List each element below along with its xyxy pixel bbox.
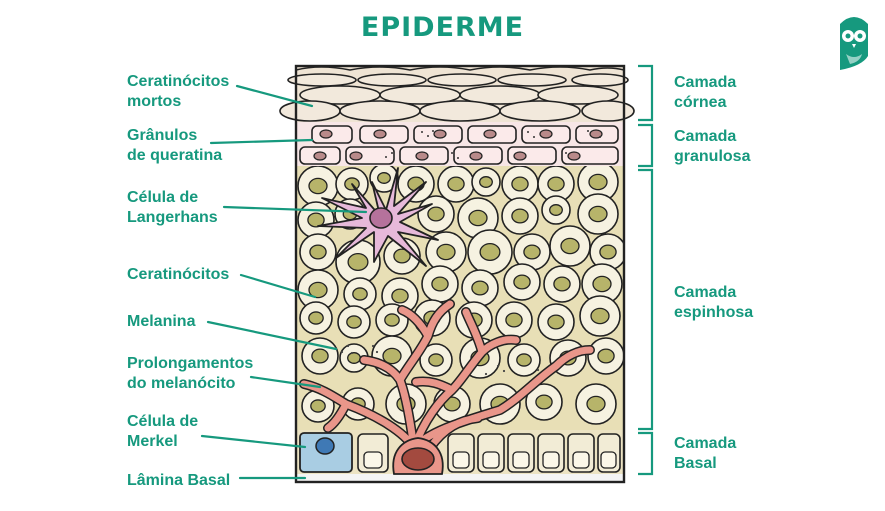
layer-label-corneum: Camada córnea	[674, 73, 736, 113]
diagram-title: EPIDERME	[360, 12, 525, 43]
label-line: Célula de	[127, 413, 199, 430]
merkel-cell	[299, 432, 353, 473]
keratinocyte-nucleus	[309, 244, 327, 260]
label-line: Melanina	[127, 313, 196, 330]
label-basal-lamina: Lâmina Basal	[127, 471, 230, 491]
keratinocyte-nucleus	[307, 212, 325, 228]
label-langerhans-cell: Célula de Langerhans	[127, 188, 218, 228]
keratinocyte-nucleus	[553, 276, 571, 292]
keratinocyte-nucleus	[436, 243, 456, 261]
label-line: Grânulos	[127, 127, 198, 144]
label-melanocyte-processes: Prolongamentos do melanócito	[127, 354, 253, 394]
granule-nuclei	[313, 129, 603, 161]
keratinocyte-nucleus	[346, 315, 362, 329]
label-line: Camada	[674, 128, 737, 145]
layer-label-granulosum: Camada granulosa	[674, 127, 750, 167]
melanocyte-processes	[299, 299, 595, 453]
keratinocyte-nucleus	[592, 275, 612, 293]
keratinocyte-nucleus	[431, 276, 449, 292]
label-line: Camada	[674, 284, 737, 301]
keratinocyte-nucleus	[511, 208, 529, 224]
layer-label-spinosum: Camada espinhosa	[674, 283, 753, 323]
keratinocyte-nucleus	[599, 244, 617, 260]
label-line: de queratina	[127, 147, 223, 164]
keratinocyte-nucleus	[427, 206, 445, 222]
label-line: Ceratinócitos	[127, 266, 230, 283]
label-line: Langerhans	[127, 209, 218, 226]
melanocyte-body	[392, 437, 444, 475]
keratinocyte-nucleus	[428, 353, 444, 367]
dead-keratinocytes	[279, 66, 635, 122]
keratinocyte-nucleus	[588, 205, 608, 223]
keratinocyte-nucleus	[391, 288, 409, 304]
layer-brackets	[638, 64, 654, 476]
label-melanin: Melanina	[127, 312, 195, 332]
keratinocyte-nucleus	[347, 352, 361, 364]
keratinocyte-nucleus	[377, 172, 391, 184]
owl-logo-icon	[840, 17, 868, 70]
basal-lamina	[296, 474, 624, 482]
keratinocyte-nucleus	[382, 347, 402, 365]
keratinocyte-nucleus	[547, 176, 565, 192]
label-merkel-cell: Célula de Merkel	[127, 412, 198, 452]
keratinocyte-nucleus	[447, 176, 465, 192]
diagram-frame	[294, 64, 626, 484]
keratinocyte-nucleus	[535, 394, 553, 410]
keratinocyte-nucleus	[310, 399, 326, 413]
keratinocyte-nucleus	[468, 209, 488, 227]
label-line: espinhosa	[674, 304, 754, 321]
basal-nuclei	[363, 451, 617, 469]
keratinocyte-nucleus	[513, 274, 531, 290]
keratinocytes	[297, 166, 624, 425]
keratinocyte-nucleus	[505, 312, 523, 328]
melanocyte-nucleus	[401, 447, 435, 471]
keratinocyte-nucleus	[308, 311, 324, 325]
langerhans-nucleus	[369, 207, 393, 229]
keratin-granules	[385, 130, 601, 159]
keratinocyte-nucleus	[311, 348, 329, 364]
keratinocyte-nucleus	[308, 281, 328, 299]
keratinocyte-nucleus	[384, 313, 400, 327]
keratinocyte-nucleus	[471, 280, 489, 296]
label-line: Ceratinócitos	[127, 73, 230, 90]
merkel-nucleus	[315, 437, 335, 455]
layer-label-basale: Camada Basal	[674, 434, 736, 474]
label-line: granulosa	[674, 148, 751, 165]
label-line: córnea	[674, 94, 727, 111]
label-line: Prolongamentos	[127, 355, 254, 372]
keratinocyte-nucleus	[588, 173, 608, 191]
label-dead-keratinocytes: Ceratinócitos mortos	[127, 72, 229, 112]
label-keratin-granules: Grânulos de queratina	[127, 126, 222, 166]
keratinocyte-nucleus	[511, 176, 529, 192]
label-line: do melanócito	[127, 375, 236, 392]
keratinocyte-nucleus	[549, 204, 563, 216]
keratinocyte-nucleus	[479, 176, 493, 188]
keratinocyte-nucleus	[352, 287, 368, 301]
keratinocyte-nucleus	[547, 314, 565, 330]
keratinocyte-nucleus	[393, 248, 411, 264]
keratinocyte-nucleus	[347, 252, 369, 272]
keratinocyte-nucleus	[586, 395, 606, 413]
label-line: mortos	[127, 93, 182, 110]
label-line: Célula de	[127, 189, 199, 206]
label-line: Camada	[674, 74, 737, 91]
keratinocyte-nucleus	[479, 242, 501, 262]
leader-lines	[200, 84, 368, 480]
keratinocyte-nucleus	[308, 177, 328, 195]
keratinocyte-nucleus	[523, 244, 541, 260]
label-line: Camada	[674, 435, 737, 452]
keratinocyte-nucleus	[560, 237, 580, 255]
label-line: Lâmina Basal	[127, 472, 231, 489]
keratinocyte-nucleus	[516, 353, 532, 367]
label-line: Basal	[674, 455, 717, 472]
granular-cells	[299, 125, 619, 165]
keratinocyte-nucleus	[597, 348, 615, 364]
label-keratinocytes: Ceratinócitos	[127, 265, 229, 285]
label-line: Merkel	[127, 433, 178, 450]
keratinocyte-nucleus	[590, 307, 610, 325]
